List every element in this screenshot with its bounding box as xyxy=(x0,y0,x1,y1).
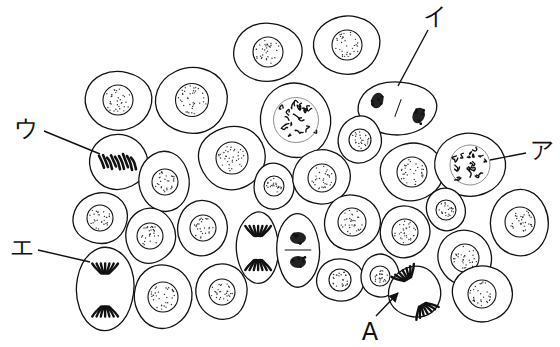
cell-content xyxy=(176,84,209,117)
part-label: ウ xyxy=(14,116,39,140)
cell-content xyxy=(245,226,271,270)
cell-content xyxy=(329,269,351,291)
cell-content xyxy=(349,129,371,151)
cell-wall xyxy=(76,247,134,330)
cell-content xyxy=(137,223,163,249)
cell-wall xyxy=(156,68,228,134)
leader-line xyxy=(44,131,100,154)
cell-content xyxy=(392,219,418,245)
cell-content xyxy=(332,30,362,60)
cell-wall xyxy=(380,206,430,258)
cell-wall xyxy=(338,116,381,163)
cell-content xyxy=(397,157,427,187)
cell-content xyxy=(338,208,366,236)
cell-content xyxy=(92,264,118,317)
cell-wall xyxy=(178,200,228,255)
cell-wall xyxy=(389,266,441,317)
cell-wall xyxy=(314,16,380,74)
leader-line xyxy=(398,30,428,86)
cell-content xyxy=(148,282,178,312)
cell-content xyxy=(209,279,235,305)
cell-content xyxy=(436,200,456,220)
leader-line xyxy=(490,153,526,160)
cell-wall xyxy=(325,195,381,250)
cell-content xyxy=(368,89,427,126)
cell-wall xyxy=(317,259,365,301)
cell-content xyxy=(190,215,216,241)
cell-content xyxy=(253,37,283,67)
cell-content xyxy=(370,266,390,286)
part-label: A xyxy=(362,320,378,344)
cell-content xyxy=(264,176,284,196)
cell-wall xyxy=(452,266,512,322)
cell-wall xyxy=(426,188,465,230)
cell-content xyxy=(308,164,336,192)
cell-wall xyxy=(126,208,176,263)
cell-wall xyxy=(85,71,152,130)
cell-wall xyxy=(139,151,189,211)
cell-content xyxy=(450,145,490,185)
cell-wall xyxy=(234,23,302,81)
leader-arrow xyxy=(376,293,398,316)
cell-content xyxy=(285,232,312,268)
cell-wall xyxy=(490,189,548,255)
cell-content xyxy=(99,154,136,170)
cell-wall xyxy=(277,214,320,287)
cell-wall xyxy=(260,83,330,157)
cell-wall xyxy=(435,133,506,196)
cell-wall xyxy=(254,163,294,209)
cell-wall xyxy=(236,212,278,283)
cell-content xyxy=(274,98,319,143)
cell-content xyxy=(392,264,439,320)
cell-content xyxy=(468,280,496,308)
cell-wall xyxy=(196,264,247,319)
cell-content xyxy=(87,205,113,231)
part-label: イ xyxy=(423,4,448,28)
part-label: エ xyxy=(10,235,35,259)
cell-content xyxy=(152,169,178,195)
cell-content xyxy=(505,207,535,237)
cell-content xyxy=(216,142,248,174)
cell-wall xyxy=(73,193,127,244)
leader-line xyxy=(38,250,90,262)
cell-wall xyxy=(134,265,192,328)
cell-content xyxy=(103,85,133,115)
part-label: ア xyxy=(530,138,555,162)
